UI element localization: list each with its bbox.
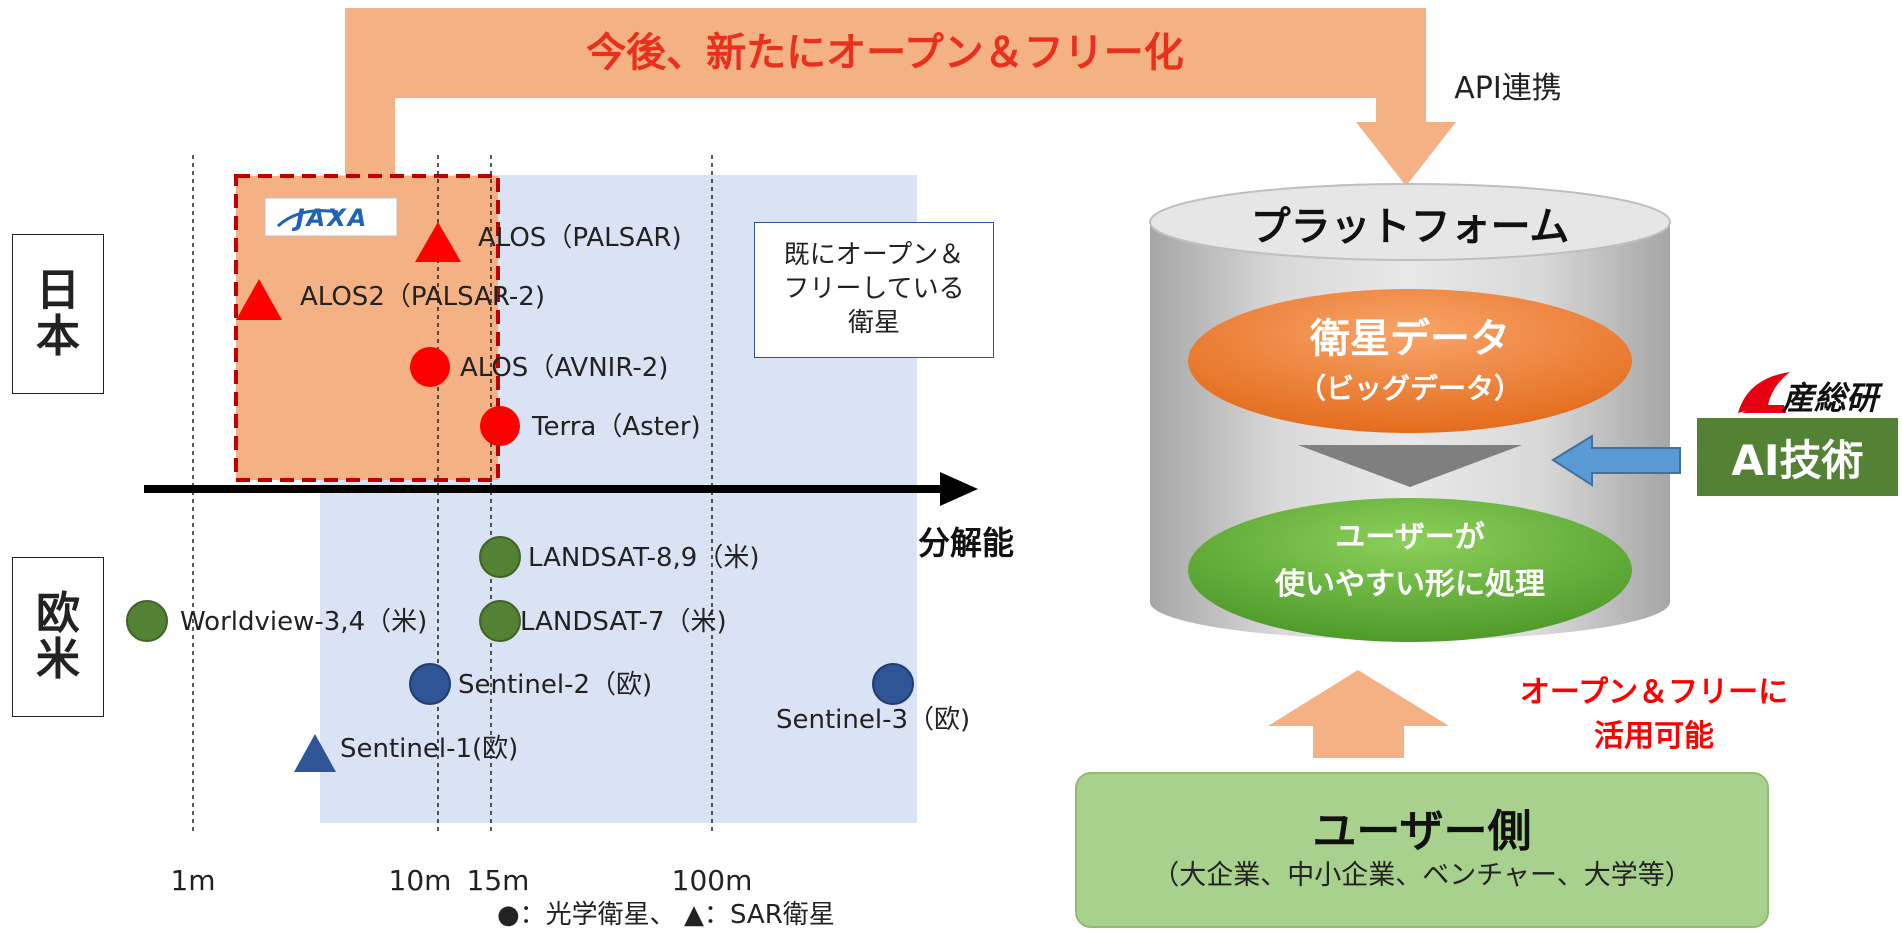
region-label-western: 欧 米 (12, 557, 104, 717)
api-label: API連携 (1454, 71, 1561, 106)
open-free-label-line1: オープン＆フリーに (1520, 675, 1788, 710)
label-terra-aster: Terra（Aster) (531, 412, 701, 442)
satellite-labels: ALOS（PALSAR) ALOS2（PALSAR-2) ALOS（AVNIR-… (180, 223, 970, 764)
region-label-japan-char2: 本 (36, 311, 80, 362)
marker-legend: ●：光学衛星、 ▲：SAR衛星 (497, 900, 835, 930)
banner-title: 今後、新たにオープン＆フリー化 (586, 30, 1184, 76)
satellite-data-title: 衛星データ (1309, 316, 1510, 362)
user-side-subtitle: （大企業、中小企業、ベンチャー、大学等） (1152, 859, 1692, 891)
label-landsat-8-9: LANDSAT-8,9（米) (528, 543, 759, 573)
marker-sentinel-2 (409, 663, 451, 705)
ai-technology-box: AI技術 (1697, 418, 1898, 496)
resolution-gridlines (192, 155, 713, 835)
svg-text:JAXA: JAXA (292, 204, 369, 232)
axis-title: 分解能 (918, 524, 1014, 562)
jaxa-logo: JAXA (264, 197, 398, 237)
label-landsat-7: LANDSAT-7（米) (520, 607, 727, 637)
region-label-western-char2: 米 (36, 634, 80, 685)
already-open-note: 既にオープン＆ フリーしている 衛星 (754, 222, 994, 358)
marker-alos-palsar (415, 222, 461, 262)
axis-tick-labels: 1m 10m 15m 100m (170, 864, 752, 897)
ai-technology-label: AI技術 (1731, 435, 1864, 485)
already-open-note-line3: 衛星 (847, 307, 900, 338)
marker-landsat-8-9 (479, 536, 521, 578)
satellite-data-subtitle: （ビッグデータ） (1298, 372, 1522, 405)
region-label-japan-char1: 日 (36, 264, 80, 316)
user-side-title: ユーザー側 (1312, 806, 1532, 858)
marker-alos-avnir2 (410, 347, 450, 387)
resolution-axis (144, 472, 978, 506)
region-label-western-char1: 欧 (36, 587, 80, 639)
region-label-japan: 日 本 (12, 234, 104, 394)
open-free-label-line2: 活用可能 (1594, 719, 1714, 754)
marker-sentinel-1 (294, 734, 336, 772)
label-worldview-3-4: Worldview-3,4（米) (180, 607, 427, 637)
tick-label-100m: 100m (672, 864, 753, 897)
user-side-box: ユーザー側 （大企業、中小企業、ベンチャー、大学等） (1075, 772, 1769, 928)
label-alos2-palsar2: ALOS2（PALSAR-2) (300, 282, 545, 312)
label-sentinel-3: Sentinel-3（欧) (776, 705, 970, 735)
marker-worldview-3-4 (126, 600, 168, 642)
label-alos-avnir2: ALOS（AVNIR-2) (460, 353, 668, 383)
already-open-note-line1: 既にオープン＆ (783, 240, 965, 271)
processing-ellipse (1188, 498, 1632, 642)
label-alos-palsar: ALOS（PALSAR) (478, 223, 682, 253)
processing-down-arrow (1298, 445, 1522, 487)
already-open-note-line2: フリーしている (783, 274, 965, 305)
tick-label-1m: 1m (170, 864, 215, 897)
open-free-banner-arrow (345, 8, 1456, 186)
tick-label-10m: 10m (389, 864, 452, 897)
processing-line1: ユーザーが (1335, 520, 1484, 555)
aist-logo-text: 産総研 (1781, 379, 1884, 417)
processing-line2: 使いやすい形に処理 (1274, 567, 1545, 602)
marker-terra-aster (480, 406, 520, 446)
ai-input-arrow (1551, 434, 1681, 487)
aist-logo-icon (1738, 372, 1790, 413)
marker-sentinel-3 (872, 663, 914, 705)
marker-alos2-palsar2 (236, 279, 282, 320)
satellite-markers (126, 222, 914, 772)
label-sentinel-1: Sentinel-1(欧) (340, 734, 518, 764)
label-sentinel-2: Sentinel-2（欧) (458, 670, 652, 700)
platform-title: プラットフォーム (1251, 204, 1570, 250)
marker-landsat-7 (479, 600, 521, 642)
tick-label-15m: 15m (467, 864, 530, 897)
user-up-arrow (1268, 670, 1449, 758)
satellite-data-ellipse (1188, 289, 1632, 433)
